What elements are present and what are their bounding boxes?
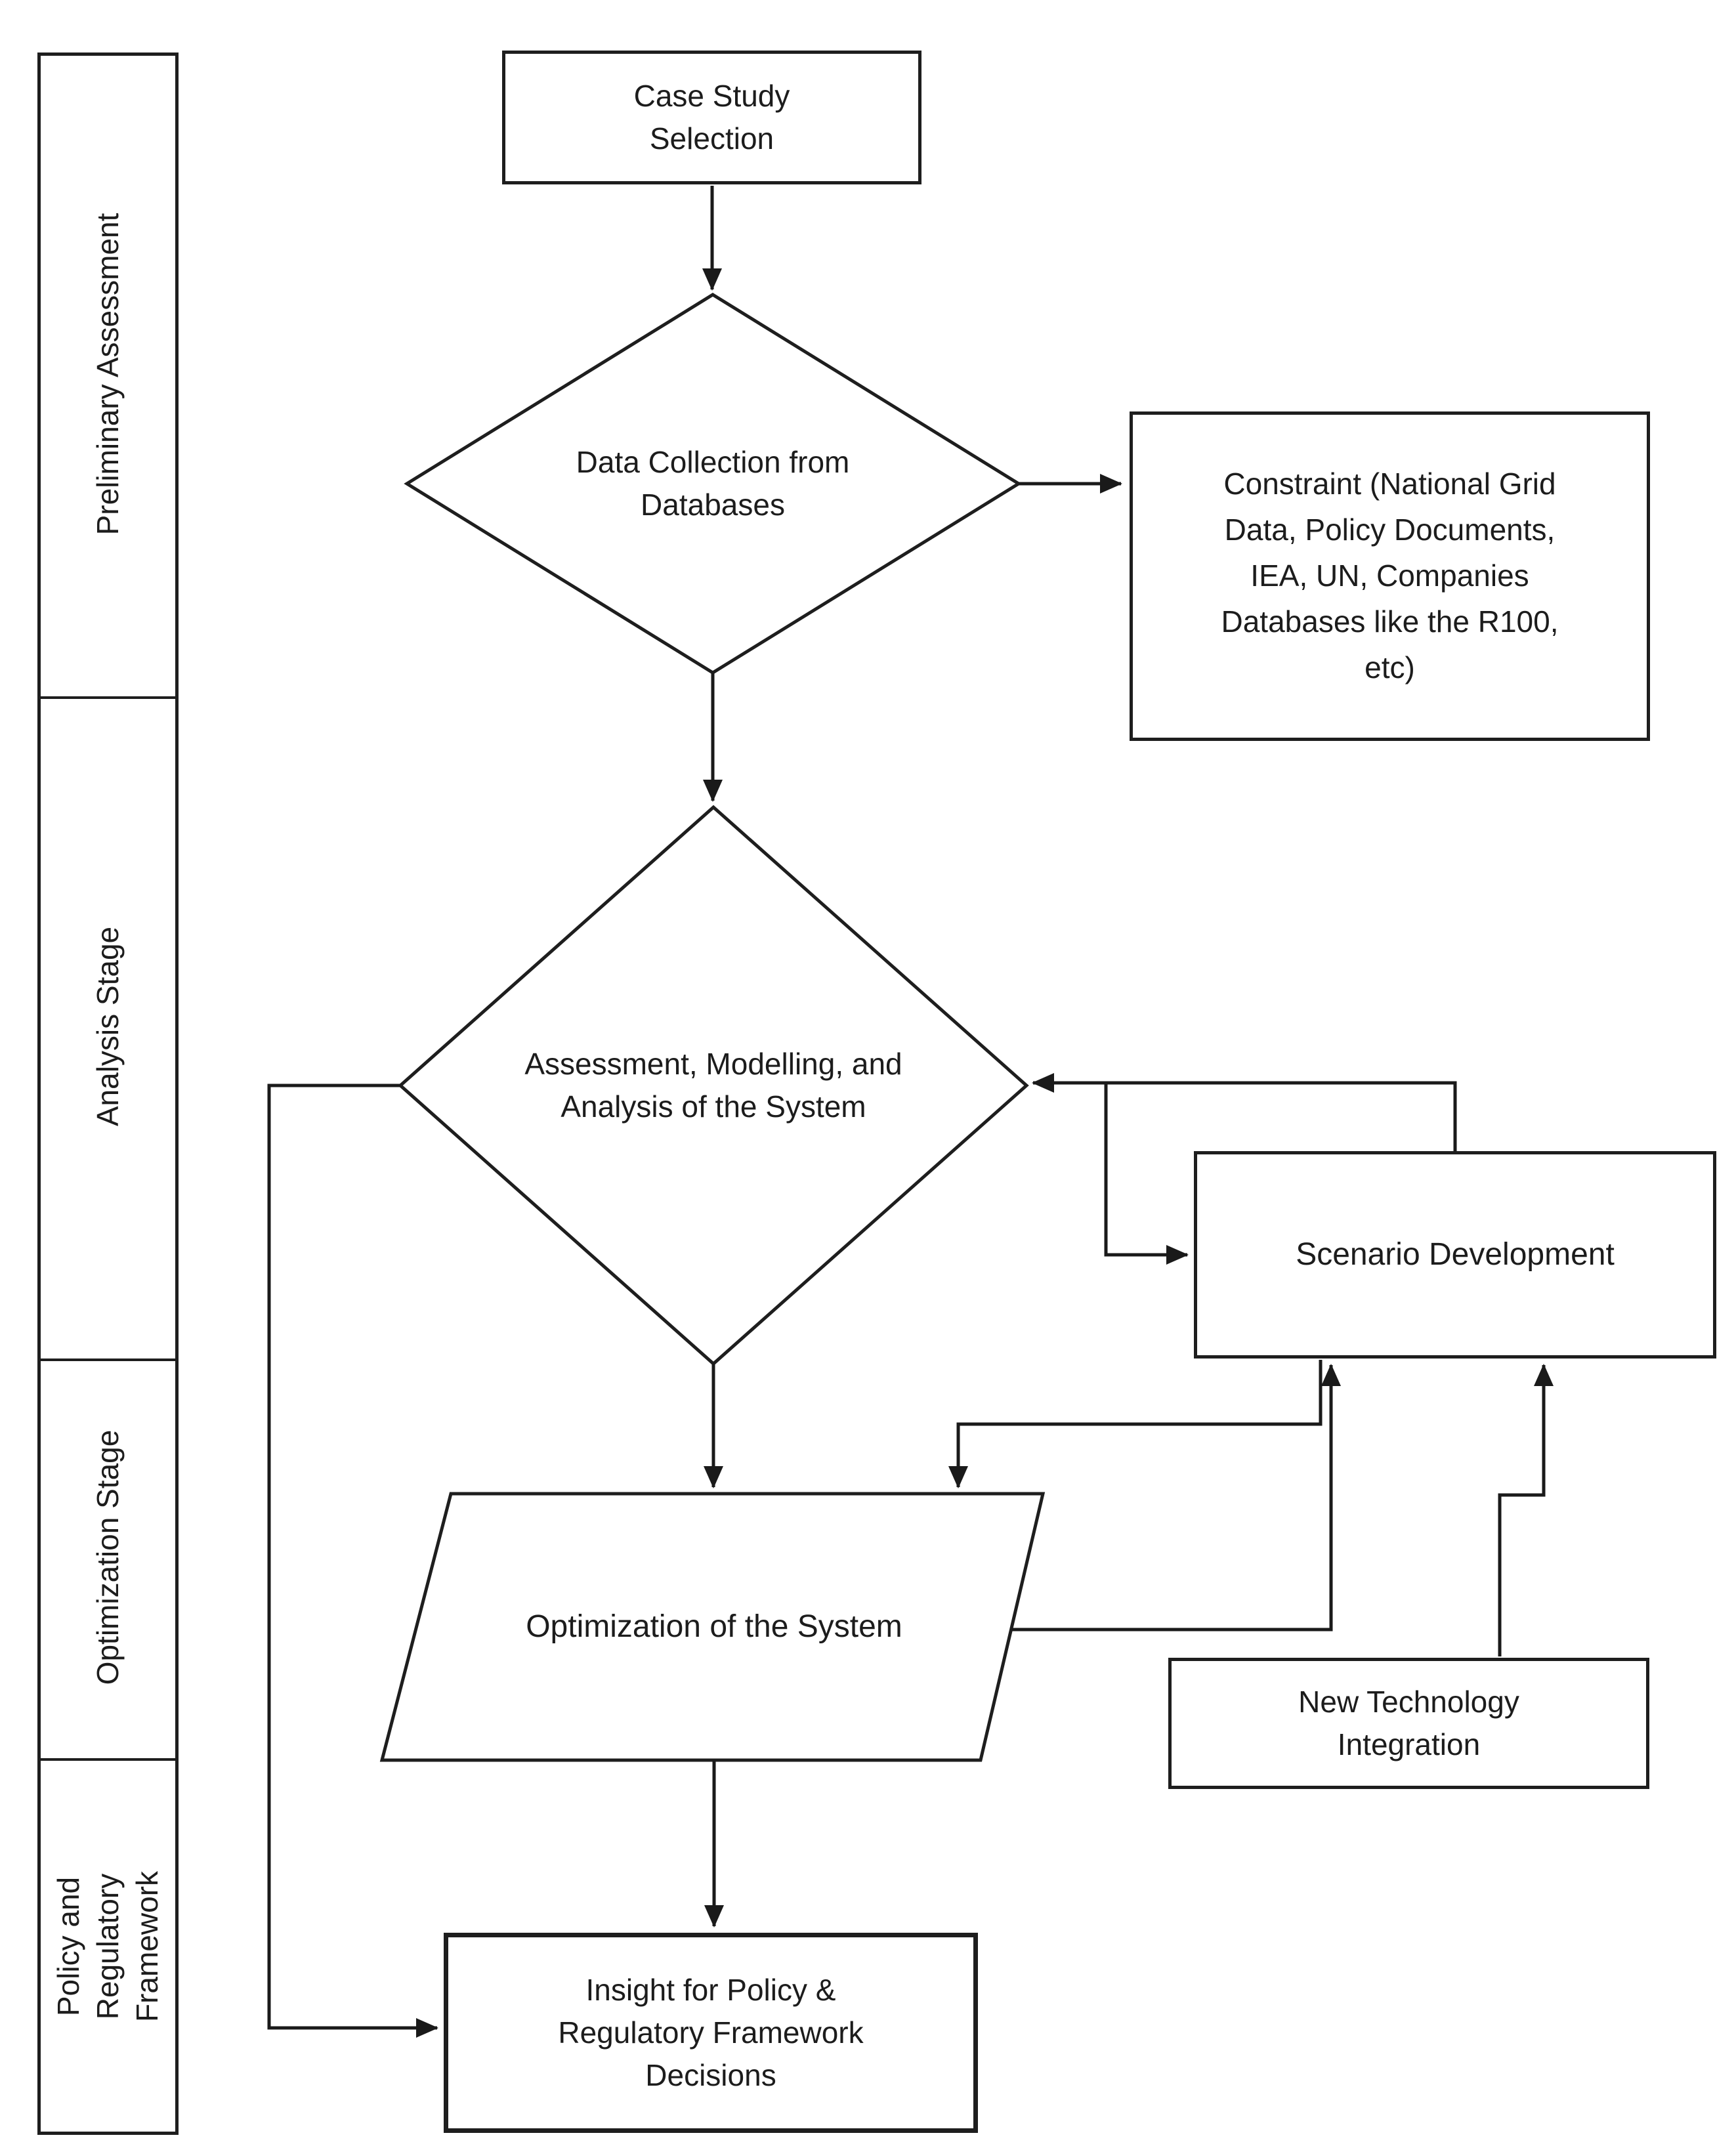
new-technology-integration-label: New Technology Integration [1298, 1684, 1519, 1761]
new-technology-integration-node: New Technology Integration [1168, 1658, 1649, 1789]
sidebar-divider-2 [41, 1358, 175, 1361]
arrow-scenario-to-assessment [1032, 1073, 1457, 1151]
assessment-diamond-shape [398, 805, 1029, 1366]
arrow-assessment-to-scenario [1104, 1083, 1189, 1265]
sidebar-label-preliminary-assessment: Preliminary Assessment [91, 213, 125, 536]
scenario-development-label: Scenario Development [1296, 1237, 1615, 1273]
insight-policy-decisions-node: Insight for Policy & Regulatory Framewor… [444, 1933, 978, 2133]
sidebar-divider-3 [41, 1758, 175, 1761]
sidebar-label-policy-regulatory-framework: Policy and Regulatory Framework [51, 1870, 164, 2023]
arrow-optimization-to-scenario [1011, 1364, 1341, 1632]
constraint-label: Constraint (National Grid Data, Policy D… [1221, 467, 1559, 684]
scenario-development-node: Scenario Development [1194, 1151, 1716, 1358]
data-collection-diamond-shape [404, 293, 1022, 675]
insight-policy-decisions-label: Insight for Policy & Regulatory Framewor… [558, 1972, 864, 2093]
sidebar-label-optimization-stage: Optimization Stage [91, 1429, 125, 1685]
stage-sidebar [37, 53, 179, 2135]
optimization-parallelogram-shape [379, 1492, 1046, 1762]
sidebar-label-analysis-stage: Analysis Stage [91, 926, 125, 1127]
case-study-selection-label: Case Study Selection [633, 78, 790, 156]
sidebar-divider-1 [41, 696, 175, 699]
arrow-scenario-to-optimization [948, 1360, 1323, 1488]
constraint-node: Constraint (National Grid Data, Policy D… [1130, 411, 1650, 741]
case-study-selection-node: Case Study Selection [502, 51, 921, 184]
arrow-newtech-to-scenario [1498, 1364, 1554, 1656]
arrow-assessment-to-insight-feedback [267, 1084, 438, 2038]
